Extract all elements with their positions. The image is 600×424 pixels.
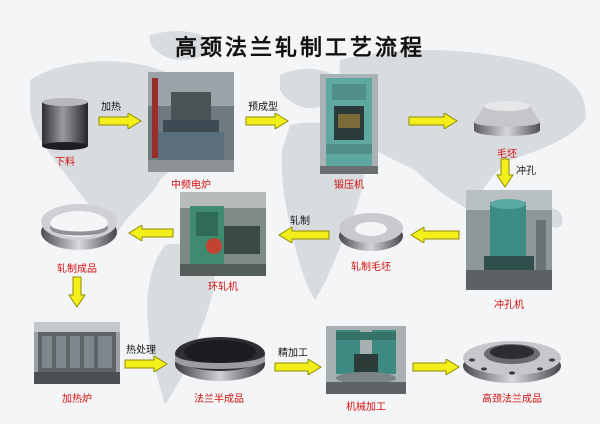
step-label-ring-rolling-machine: 环轧机 bbox=[208, 282, 238, 293]
step-label-flange-semi-finished: 法兰半成品 bbox=[194, 394, 244, 405]
page-title: 高颈法兰轧制工艺流程 bbox=[174, 35, 425, 61]
arrow-label-heating: 加热 bbox=[101, 102, 121, 113]
arrow-right-icon bbox=[408, 113, 458, 129]
step-label-induction-furnace: 中频电炉 bbox=[171, 180, 211, 191]
induction-furnace-image bbox=[148, 72, 234, 172]
arrow-label-punching: 冲孔 bbox=[516, 166, 536, 177]
arrow-label-heat-treatment: 热处理 bbox=[126, 345, 156, 356]
arrow-down-icon bbox=[68, 276, 86, 308]
rough-blank-image bbox=[470, 96, 544, 142]
arrow-right-icon bbox=[124, 356, 168, 372]
step-label-heating-furnace: 加热炉 bbox=[62, 394, 92, 405]
arrow-right-icon bbox=[245, 113, 289, 129]
billet-image bbox=[34, 96, 96, 152]
ring-rolling-machine-image bbox=[180, 192, 266, 276]
step-label-forging-press: 锻压机 bbox=[334, 180, 364, 191]
arrow-right-icon bbox=[98, 113, 142, 129]
machining-image bbox=[326, 326, 406, 394]
step-label-machining: 机械加工 bbox=[346, 402, 386, 413]
step-label-rolled-blank: 轧制毛坯 bbox=[351, 262, 391, 273]
arrow-left-icon bbox=[128, 225, 174, 241]
arrow-down-icon bbox=[496, 158, 514, 188]
step-label-weld-neck-flange-final: 高颈法兰成品 bbox=[482, 394, 542, 405]
arrow-left-icon bbox=[278, 227, 330, 243]
arrow-right-icon bbox=[412, 359, 460, 375]
step-label-punching-machine: 冲孔机 bbox=[494, 300, 524, 311]
step-label-rough-blank: 毛坯 bbox=[497, 149, 517, 160]
arrow-left-icon bbox=[410, 227, 460, 243]
arrow-label-finishing: 精加工 bbox=[278, 348, 308, 359]
forging-press-image bbox=[320, 74, 378, 174]
rolled-product-image bbox=[38, 198, 120, 254]
rolled-blank-image bbox=[336, 210, 406, 254]
heating-furnace-image bbox=[34, 322, 120, 384]
weld-neck-flange-final-image bbox=[460, 330, 564, 386]
punching-machine-image bbox=[466, 190, 552, 290]
step-label-rolled-product: 轧制成品 bbox=[57, 264, 97, 275]
flange-semi-finished-image bbox=[172, 332, 268, 384]
arrow-label-rolling: 轧制 bbox=[290, 216, 310, 227]
arrow-right-icon bbox=[274, 359, 322, 375]
arrow-label-preforming: 预成型 bbox=[248, 102, 278, 113]
step-label-blank: 下料 bbox=[55, 157, 75, 168]
